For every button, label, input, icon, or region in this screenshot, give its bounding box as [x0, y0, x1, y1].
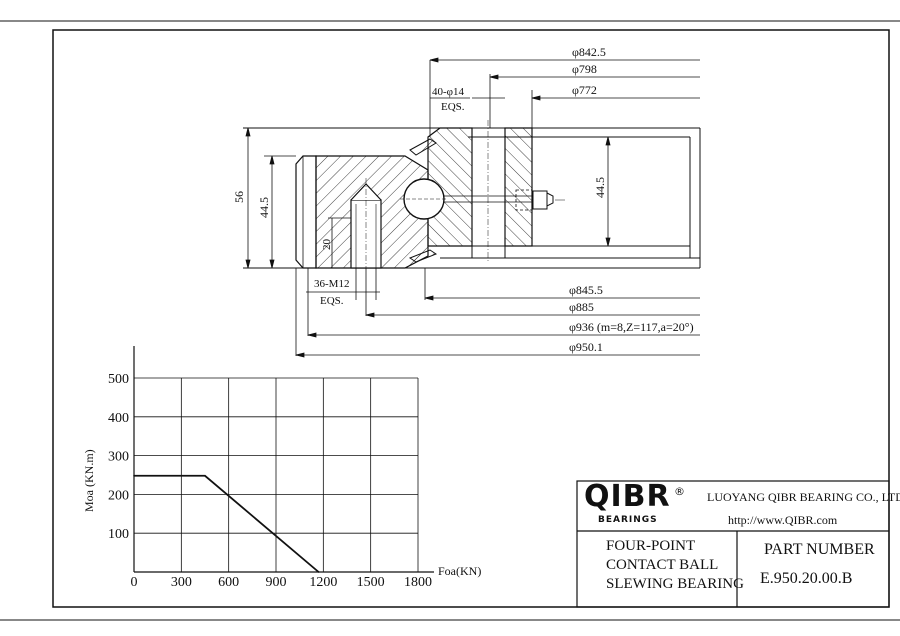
load-chart: 0 300 600 900 1200 1500 1800 100 200 300 400 500 Mo… — [82, 346, 481, 590]
x-tick-label-1200: 1200 — [309, 575, 337, 590]
dim-eqs-top: EQS. — [441, 101, 465, 113]
y-tick-label-300: 300 — [108, 450, 129, 465]
series-point-0-2 — [317, 571, 320, 573]
dim-h-total: 56 — [232, 191, 246, 203]
gear-teeth — [295, 155, 317, 269]
x-tick-label-300: 300 — [171, 575, 192, 590]
y-tick-label-500: 500 — [108, 372, 129, 387]
dim-d3: φ772 — [572, 83, 597, 97]
registered-mark: ® — [674, 485, 685, 498]
dim-d5: φ885 — [569, 300, 594, 314]
company-website: http://www.QIBR.com — [728, 513, 838, 527]
part-number-label: PART NUMBER — [764, 541, 875, 558]
dim-thread-depth: 20 — [321, 239, 333, 251]
y-tick-label-200: 200 — [108, 488, 129, 503]
product-description: FOUR-POINT CONTACT BALL SLEWING BEARING — [606, 538, 744, 592]
chart-x-axis-label: Foa(KN) — [438, 564, 481, 578]
company-logo: QIBR ® BEARINGS — [584, 479, 694, 527]
dim-d4: φ845.5 — [569, 283, 603, 297]
y-tick-label-400: 400 — [108, 411, 129, 426]
dim-d2: φ798 — [572, 62, 597, 76]
chart-axes — [133, 346, 434, 573]
company-name: LUOYANG QIBR BEARING CO., LTD — [707, 490, 900, 504]
logo-subtitle: BEARINGS — [598, 515, 658, 525]
x-tick-label-1500: 1500 — [357, 575, 385, 590]
y-tick-label-100: 100 — [108, 527, 129, 542]
dim-h-outer: 44.5 — [257, 197, 271, 218]
series-line-0 — [134, 474, 320, 573]
series-point-0-0 — [133, 474, 135, 477]
chart-grid — [134, 377, 419, 572]
logo-wordmark: QIBR — [584, 479, 671, 514]
drawing-frame — [52, 29, 890, 608]
chart-series — [133, 474, 320, 573]
chart-ticks: 0 300 600 900 1200 1500 1800 100 200 300 400 500 — [108, 372, 432, 590]
x-tick-label-1800: 1800 — [404, 575, 432, 590]
title-block-frame — [576, 480, 890, 608]
dim-d1: φ842.5 — [572, 45, 606, 59]
chart-y-axis-label: Moa (KN.m) — [82, 449, 96, 512]
dimension-lines — [245, 57, 700, 358]
dim-holes-bottom: 36-M12 — [314, 278, 349, 290]
x-tick-label-0: 0 — [131, 575, 138, 590]
dim-d6: φ936 (m=8,Z=117,a=20°) — [569, 320, 694, 334]
dim-h-inner: 44.5 — [593, 177, 607, 198]
part-number-value: E.950.20.00.B — [760, 570, 853, 587]
x-tick-label-600: 600 — [218, 575, 239, 590]
dim-d7: φ950.1 — [569, 340, 603, 354]
dim-eqs-bottom: EQS. — [320, 295, 344, 307]
series-point-0-1 — [204, 474, 206, 477]
bearing-section — [243, 120, 701, 269]
dim-holes-top: 40-φ14 — [432, 86, 465, 98]
x-tick-label-900: 900 — [266, 575, 287, 590]
